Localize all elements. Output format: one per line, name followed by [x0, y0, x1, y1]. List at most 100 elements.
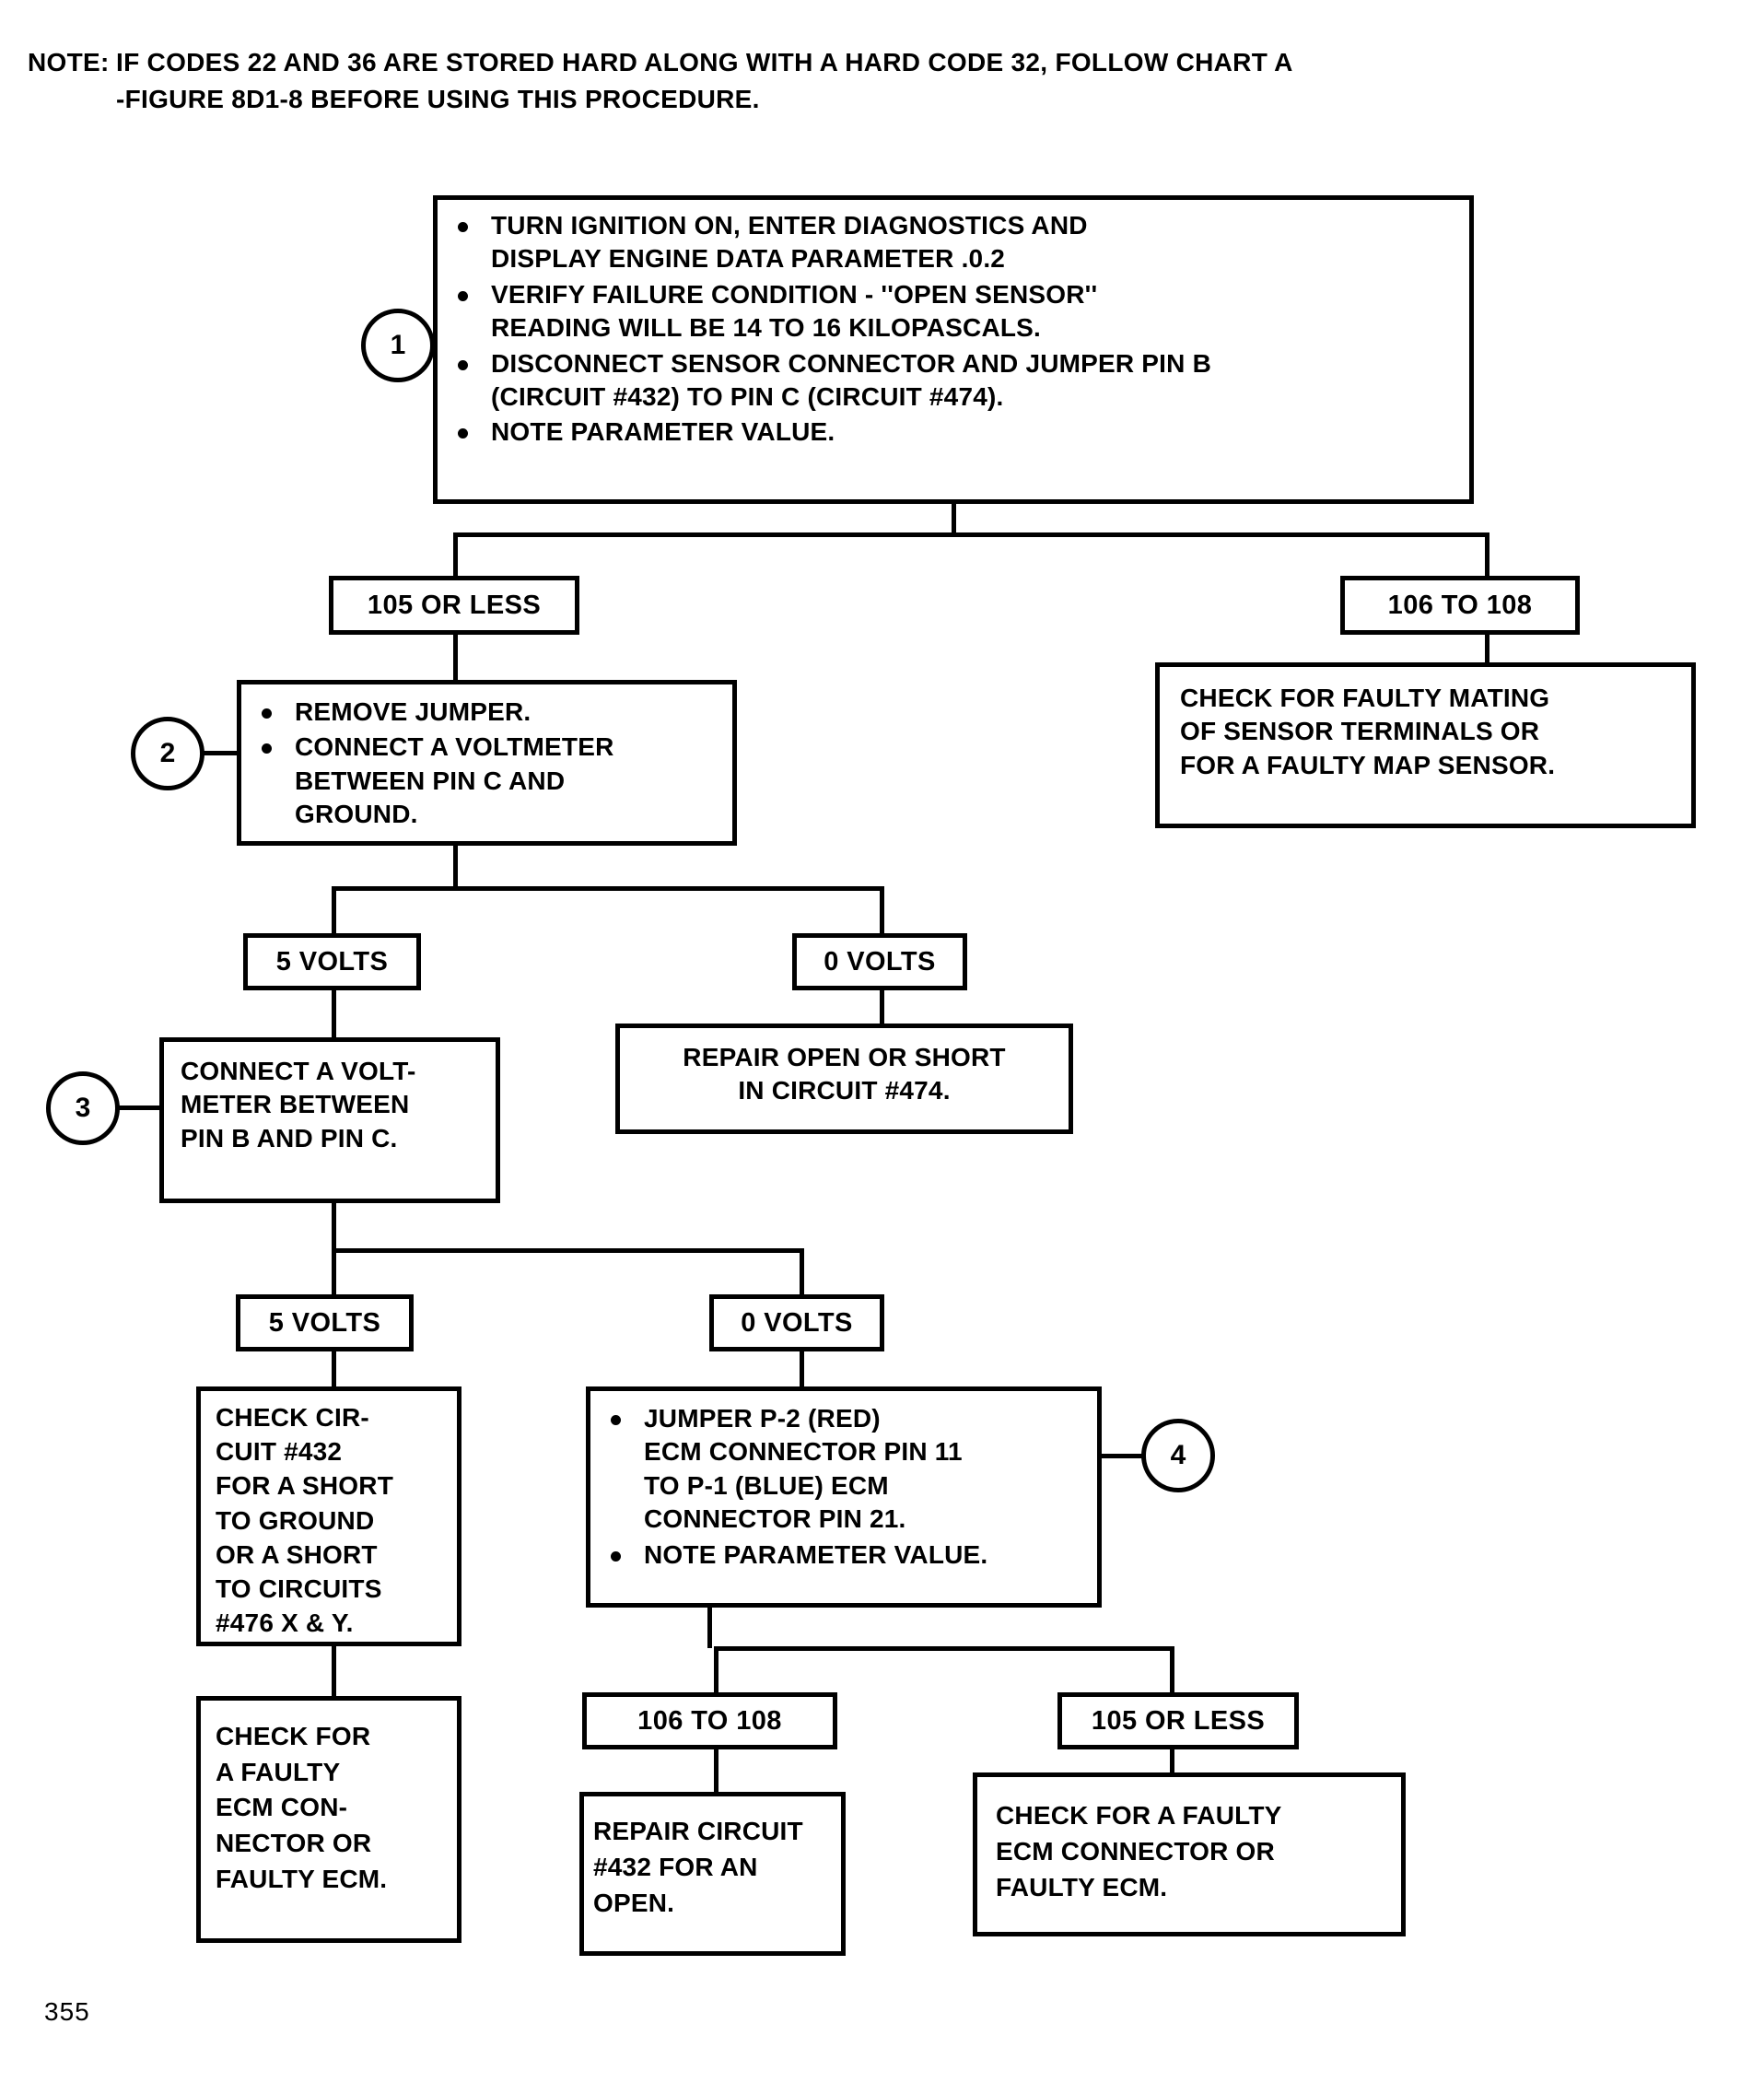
connector-106to108-lower-to-repair432: [714, 1749, 718, 1794]
step-circle-4: 4: [1141, 1419, 1215, 1492]
check-faulty-ecm-line-1: CHECK FOR A FAULTY: [996, 1801, 1282, 1830]
connector-box2-split-bar: [332, 886, 884, 891]
chip-105-or-less-lower-label: 105 OR LESS: [1091, 1705, 1266, 1736]
box4-b1-line2: ECM CONNECTOR PIN 11: [644, 1437, 963, 1467]
box1-b3-line2: (CIRCUIT #432) TO PIN C (CIRCUIT #474).: [491, 381, 1004, 411]
check432-line-4: TO GROUND: [216, 1505, 375, 1535]
box4-b1-line1: JUMPER P-2 (RED): [644, 1404, 881, 1433]
note-block: NOTE:IF CODES 22 AND 36 ARE STORED HARD …: [28, 44, 1732, 118]
step-circle-2: 2: [131, 717, 204, 790]
repair-432-line-1: REPAIR CIRCUIT: [593, 1817, 803, 1845]
step-circle-2-label: 2: [159, 738, 176, 768]
box1-b4-line1: NOTE PARAMETER VALUE.: [491, 417, 835, 447]
check432-line-3: FOR A SHORT: [216, 1471, 394, 1501]
chip-5-volts-upper: 5 VOLTS: [243, 933, 421, 990]
box2-b2-line3: GROUND.: [295, 800, 418, 829]
connector-box4-split-bar: [714, 1646, 1174, 1651]
connector-box3-left-drop: [332, 1248, 336, 1296]
box-check-ecm-connector: CHECK FOR A FAULTY ECM CON- NECTOR OR FA…: [196, 1696, 461, 1943]
connector-box3-split-bar: [332, 1248, 804, 1253]
check-faulty-ecm-line-2: ECM CONNECTOR OR: [996, 1837, 1275, 1866]
step-circle-3: 3: [46, 1071, 120, 1145]
box4-b2-line1: NOTE PARAMETER VALUE.: [644, 1539, 988, 1569]
note-line-2: -FIGURE 8D1-8 BEFORE USING THIS PROCEDUR…: [116, 84, 760, 113]
faulty-mating-line-1: CHECK FOR FAULTY MATING: [1180, 684, 1550, 712]
box-check-circuit-432: CHECK CIR- CUIT #432 FOR A SHORT TO GROU…: [196, 1386, 461, 1646]
check432-line-1: CHECK CIR-: [216, 1403, 369, 1432]
repair-432-line-3: OPEN.: [593, 1889, 675, 1918]
box3-line-2: METER BETWEEN: [181, 1090, 410, 1119]
box-repair-circuit-432: REPAIR CIRCUIT #432 FOR AN OPEN.: [579, 1792, 846, 1956]
connector-105orless-to-box2: [453, 635, 458, 682]
connector-check432-to-ecmconn: [332, 1646, 336, 1698]
box-step-3: CONNECT A VOLT- METER BETWEEN PIN B AND …: [159, 1037, 500, 1203]
check-ecm-conn-line-5: FAULTY ECM.: [216, 1864, 388, 1893]
chip-0-volts-lower: 0 VOLTS: [709, 1294, 884, 1351]
connector-106to108-to-mating: [1485, 635, 1489, 664]
note-line-1: IF CODES 22 AND 36 ARE STORED HARD ALONG…: [116, 48, 1293, 76]
faulty-mating-line-3: FOR A FAULTY MAP SENSOR.: [1180, 750, 1556, 779]
repair-432-line-2: #432 FOR AN: [593, 1853, 758, 1882]
box-step-2: REMOVE JUMPER. CONNECT A VOLTMETER BETWE…: [237, 680, 737, 846]
check432-line-2: CUIT #432: [216, 1437, 343, 1467]
chip-105-or-less-upper: 105 OR LESS: [329, 576, 579, 635]
connector-box4-to-circle4: [1099, 1454, 1143, 1458]
chip-5-volts-upper-label: 5 VOLTS: [275, 946, 389, 977]
check-ecm-conn-line-1: CHECK FOR: [216, 1722, 371, 1750]
step-circle-3-label: 3: [75, 1093, 91, 1123]
step-circle-1: 1: [361, 309, 435, 382]
chip-0-volts-upper: 0 VOLTS: [792, 933, 967, 990]
connector-box4-left-drop: [714, 1646, 718, 1694]
check432-line-6: TO CIRCUITS: [216, 1574, 382, 1604]
connector-box1-left-drop: [453, 532, 458, 578]
connector-box1-split-bar: [453, 532, 1489, 537]
box1-bullet-2: VERIFY FAILURE CONDITION - ''OPEN SENSOR…: [450, 278, 1456, 345]
chip-5-volts-lower: 5 VOLTS: [236, 1294, 414, 1351]
check-ecm-conn-line-2: A FAULTY: [216, 1757, 341, 1786]
chip-106-to-108-lower-label: 106 TO 108: [637, 1705, 782, 1736]
connector-0volts-to-repair474: [880, 990, 884, 1025]
connector-box3-right-drop: [800, 1248, 804, 1296]
connector-105orless-lower-to-faultyecm: [1170, 1749, 1174, 1794]
box1-b1-line1: TURN IGNITION ON, ENTER DIAGNOSTICS AND: [491, 211, 1088, 240]
connector-box2-stem: [453, 846, 458, 888]
connector-box2-right-drop: [880, 886, 884, 935]
box3-line-3: PIN B AND PIN C.: [181, 1123, 398, 1152]
connector-box1-right-drop: [1485, 532, 1489, 578]
box2-bullet-1: REMOVE JUMPER.: [254, 696, 719, 729]
check432-line-7: #476 X & Y.: [216, 1609, 354, 1638]
connector-5volts-lower-to-check432: [332, 1351, 336, 1388]
repair-474-line-1: REPAIR OPEN OR SHORT: [683, 1043, 1006, 1071]
box4-bullet-2: NOTE PARAMETER VALUE.: [603, 1538, 1084, 1572]
box2-b1-line1: REMOVE JUMPER.: [295, 697, 532, 726]
box3-line-1: CONNECT A VOLT-: [181, 1057, 416, 1085]
box4-b1-line4: CONNECTOR PIN 21.: [644, 1504, 906, 1534]
connector-circle2-to-box2: [203, 751, 239, 755]
connector-5volts-to-box3: [332, 990, 336, 1039]
connector-circle3-to-box3: [118, 1105, 162, 1110]
box1-b2-line1: VERIFY FAILURE CONDITION - ''OPEN SENSOR…: [491, 279, 1098, 309]
faulty-mating-line-2: OF SENSOR TERMINALS OR: [1180, 717, 1540, 746]
step-circle-1-label: 1: [390, 330, 406, 360]
box-check-faulty-mating: CHECK FOR FAULTY MATING OF SENSOR TERMIN…: [1155, 662, 1696, 828]
chip-0-volts-upper-label: 0 VOLTS: [824, 946, 936, 977]
check432-line-5: OR A SHORT: [216, 1539, 378, 1569]
box2-b2-line2: BETWEEN PIN C AND: [295, 766, 566, 795]
connector-box4-stem: [707, 1608, 712, 1648]
connector-box1-stem: [952, 504, 956, 534]
step-circle-4-label: 4: [1170, 1440, 1186, 1470]
chip-105-or-less-lower: 105 OR LESS: [1057, 1692, 1299, 1749]
page-number: 355: [44, 1997, 90, 2026]
box1-bullet-3: DISCONNECT SENSOR CONNECTOR AND JUMPER P…: [450, 347, 1456, 415]
box-step-1: TURN IGNITION ON, ENTER DIAGNOSTICS AND …: [433, 195, 1474, 504]
chip-106-to-108-lower: 106 TO 108: [582, 1692, 837, 1749]
check-ecm-conn-line-4: NECTOR OR: [216, 1828, 372, 1857]
repair-474-line-2: IN CIRCUIT #474.: [738, 1076, 951, 1105]
box1-bullet-4: NOTE PARAMETER VALUE.: [450, 415, 1456, 449]
chip-5-volts-lower-label: 5 VOLTS: [268, 1307, 381, 1338]
chip-106-to-108-upper-label: 106 TO 108: [1387, 590, 1533, 620]
chip-105-or-less-upper-label: 105 OR LESS: [367, 590, 542, 620]
connector-box2-left-drop: [332, 886, 336, 935]
box2-bullet-2: CONNECT A VOLTMETER BETWEEN PIN C AND GR…: [254, 731, 719, 831]
